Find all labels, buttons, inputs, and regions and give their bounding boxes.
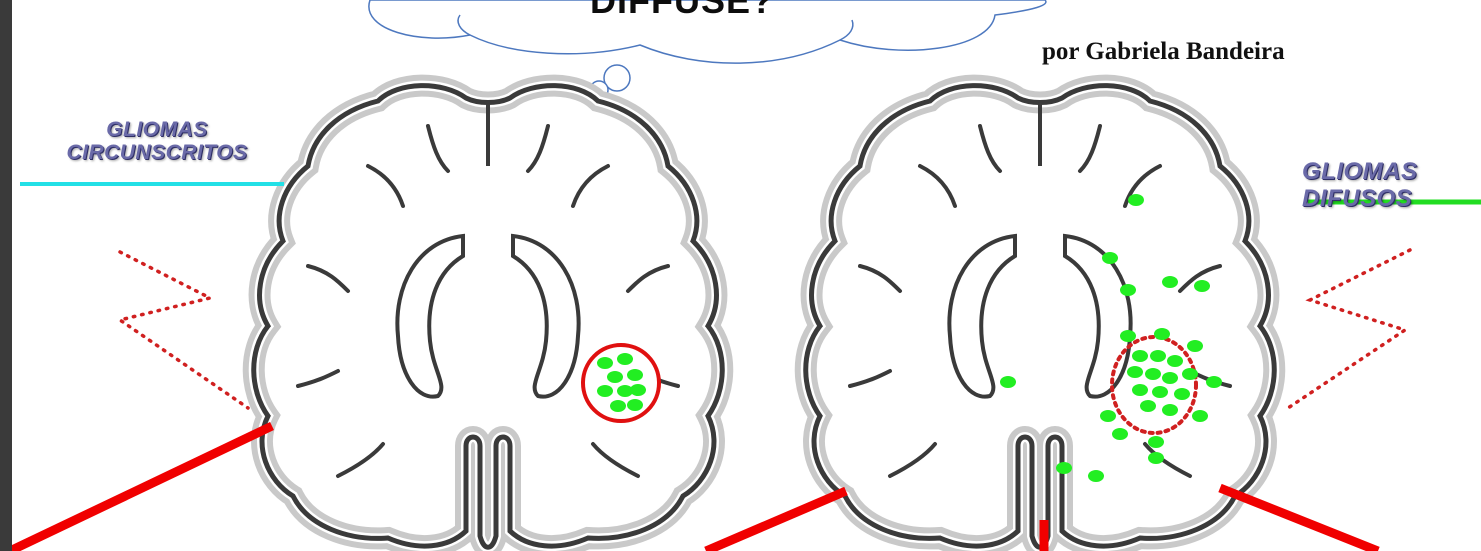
author-credit: por Gabriela Bandeira bbox=[1042, 38, 1285, 66]
dotted-zigzag-left bbox=[120, 252, 248, 408]
cloud-question: DIFFUSE? bbox=[532, 0, 832, 22]
slide-canvas: DIFFUSE? por Gabriela Bandeira GLIOMAS C… bbox=[12, 0, 1481, 551]
brain-left bbox=[254, 86, 723, 548]
label-line: CIRCUNSCRITOS bbox=[12, 141, 302, 164]
label-diffuse-gliomas: GLIOMAS DIFUSOS bbox=[1302, 158, 1481, 212]
label-line: GLIOMAS bbox=[12, 118, 302, 141]
label-line: GLIOMAS bbox=[1302, 158, 1481, 185]
label-circumscribed-gliomas: GLIOMAS CIRCUNSCRITOS bbox=[12, 118, 302, 164]
label-line: DIFUSOS bbox=[1302, 185, 1481, 212]
glioma-diagram bbox=[12, 0, 1481, 551]
dotted-zigzag-right bbox=[1285, 250, 1410, 410]
brain-right bbox=[806, 86, 1275, 548]
